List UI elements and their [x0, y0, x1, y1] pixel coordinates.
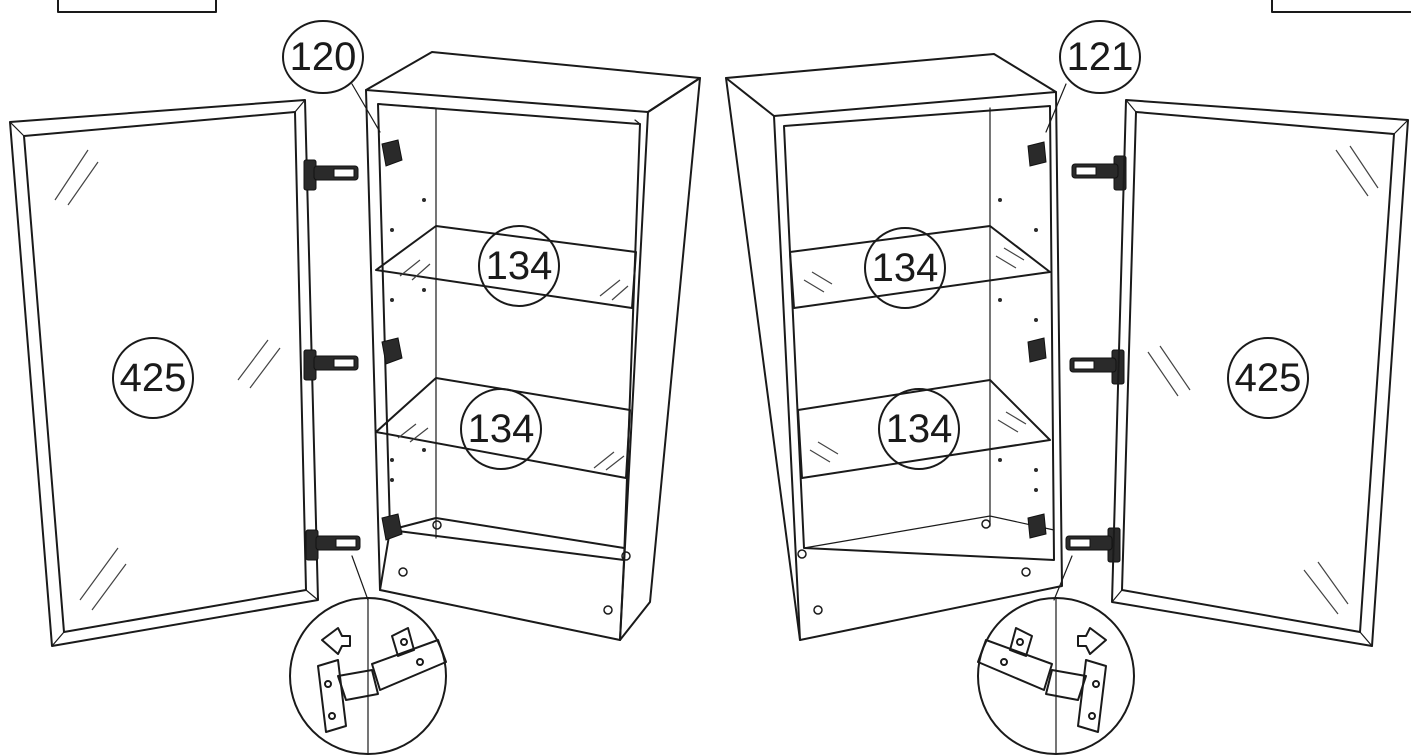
hinge-icon	[305, 529, 361, 561]
svg-text:134: 134	[486, 244, 553, 288]
right-door-hinges	[1065, 155, 1127, 563]
svg-text:134: 134	[872, 246, 939, 290]
glass-reflection-marks	[54, 149, 281, 611]
hinge-icon	[1065, 527, 1121, 563]
right-hinge-detail	[977, 555, 1135, 755]
svg-text:120: 120	[290, 35, 357, 79]
shelf	[375, 377, 631, 479]
right-corner-frame	[1271, 0, 1411, 13]
callout-134: 134	[878, 388, 960, 470]
shelf	[789, 225, 1051, 309]
callout-425: 425	[1227, 337, 1309, 419]
leader-line	[1045, 83, 1067, 133]
right-glass-door	[1111, 99, 1409, 647]
left-corner-frame	[57, 0, 217, 13]
left-glass-door	[9, 99, 319, 647]
hinge-plate	[1027, 337, 1047, 363]
left-assembly: 120 134 134 425	[9, 20, 701, 755]
callout-121: 121	[1059, 20, 1141, 94]
hinge-plate	[381, 337, 403, 365]
hinge-icon	[1069, 349, 1125, 385]
svg-text:134: 134	[468, 407, 535, 451]
svg-text:425: 425	[120, 356, 187, 400]
left-cabinet	[365, 51, 701, 641]
hinge-plate	[381, 139, 403, 167]
hinge-icon	[303, 349, 359, 381]
callout-425: 425	[112, 337, 194, 419]
arrow-icon	[1077, 627, 1107, 655]
svg-text:134: 134	[886, 407, 953, 451]
callout-120: 120	[282, 20, 364, 94]
callout-134: 134	[460, 388, 542, 470]
left-hinge-detail	[289, 555, 447, 755]
arrow-icon	[321, 627, 351, 655]
svg-text:121: 121	[1067, 35, 1134, 79]
callout-134: 134	[478, 225, 560, 307]
hinge-plate	[1027, 513, 1047, 539]
hinge-plate	[381, 513, 403, 541]
callout-134: 134	[864, 227, 946, 309]
right-cabinet	[725, 53, 1063, 641]
hinge-plate	[1027, 141, 1047, 167]
hinge-icon	[1071, 155, 1127, 191]
hinge-icon	[303, 159, 359, 191]
right-assembly: 121 134 134 425	[725, 20, 1409, 755]
leader-line	[351, 83, 381, 133]
left-door-hinges	[303, 159, 361, 561]
svg-text:425: 425	[1235, 356, 1302, 400]
glass-reflection-marks	[1147, 145, 1379, 615]
